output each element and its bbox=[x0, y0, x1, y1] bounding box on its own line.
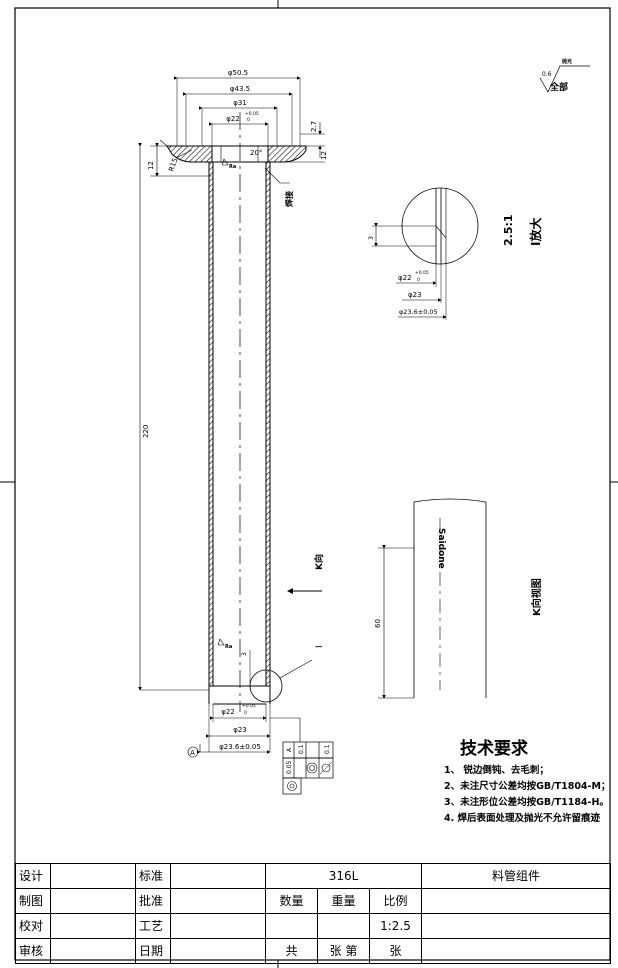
tech-item-4: 4. 焊后表面处理及抛光不允许留痕迹 bbox=[444, 813, 601, 824]
main-part-view: φ50.5 φ43.5 φ31 φ22 +0.05 0 2.7 12 12 R1… bbox=[138, 69, 328, 758]
dim-d22-top: φ22 bbox=[226, 115, 240, 123]
tol-zero-top: 0 bbox=[247, 117, 250, 123]
saidone-text: Saidone bbox=[436, 528, 446, 569]
tech-heading: 技术要求 bbox=[460, 739, 528, 759]
part-name: 料管组件 bbox=[421, 863, 612, 889]
flange-section-right bbox=[267, 145, 307, 163]
tube-wall-right bbox=[265, 161, 271, 687]
dim-bottom-d23-6: φ23.6±0.05 bbox=[219, 743, 261, 751]
dim-12-left: 12 bbox=[147, 161, 155, 170]
detail-dim-d22: φ22 bbox=[398, 274, 412, 282]
k-view-title: K向视图 bbox=[530, 578, 543, 616]
detail-i-view: 3 φ22 +0.05 0 φ23 φ23.6±0.05 I放大 2.5:1 bbox=[368, 187, 543, 320]
k-view: 60 Saidone K向视图 bbox=[374, 498, 543, 699]
tol-plus-bottom: +0.05 bbox=[242, 703, 256, 709]
flange-section-left bbox=[166, 145, 213, 163]
tech-item-3: 3、未注形位公差均按GB/T1184-H。 bbox=[444, 797, 609, 808]
dim-d43-5: φ43.5 bbox=[230, 85, 250, 93]
label-review: 审核 bbox=[15, 938, 51, 964]
dim-angle-20: 20° bbox=[250, 149, 262, 157]
scale-value: 1:2.5 bbox=[368, 913, 423, 939]
tol-zero-bottom: 0 bbox=[244, 710, 247, 716]
concentricity-icon bbox=[287, 781, 297, 791]
detail-scale: 2.5:1 bbox=[502, 214, 515, 246]
detail-circle bbox=[249, 669, 283, 703]
detail-dim-d23-6: φ23.6±0.05 bbox=[399, 308, 438, 316]
dim-bottom-d22: φ22 bbox=[221, 708, 235, 716]
fcf-value-a: 0.1 bbox=[298, 744, 305, 754]
detail-tol-plus: +0.05 bbox=[415, 270, 429, 276]
label-sheet: 张 bbox=[368, 938, 423, 964]
detail-tol-zero: 0 bbox=[417, 277, 420, 283]
dim-length-220: 220 bbox=[142, 425, 150, 438]
detail-dim-d23: φ23 bbox=[408, 291, 422, 299]
dim-d31: φ31 bbox=[233, 99, 247, 107]
detail-title: I放大 bbox=[528, 218, 543, 246]
label-standard: 标准 bbox=[135, 863, 171, 889]
label-design: 设计 bbox=[15, 863, 51, 889]
fcf-value-b: 0.1 bbox=[324, 744, 331, 754]
dim-bottom-d23: φ23 bbox=[233, 726, 247, 734]
label-total: 共 bbox=[265, 938, 318, 964]
tol-plus-top: +0.05 bbox=[245, 111, 259, 117]
detail-marker-i: I bbox=[315, 645, 325, 648]
k-dim-60: 60 bbox=[374, 619, 382, 628]
label-weight: 重量 bbox=[317, 888, 370, 914]
roughness-method: 抛光 bbox=[562, 58, 572, 65]
label-process: 工艺 bbox=[135, 913, 171, 939]
roughness-value: 0.6 bbox=[542, 71, 552, 78]
dim-12-right: 12 bbox=[320, 151, 328, 160]
title-block: 设计 标准 316L 料管组件 制图 批准 数量 重量 比例 校对 工艺 1:2… bbox=[15, 863, 612, 964]
weld-label: 焊接 bbox=[284, 191, 294, 207]
label-sheets: 张 第 bbox=[317, 938, 370, 964]
tube-wall-left bbox=[208, 161, 214, 687]
cylindricity-icon bbox=[321, 763, 331, 773]
label-check: 校对 bbox=[15, 913, 51, 939]
dim-bottom-3: 3 bbox=[241, 652, 248, 656]
datum-a: A bbox=[190, 749, 195, 757]
fcf-datum: A bbox=[286, 747, 293, 752]
label-scale: 比例 bbox=[368, 888, 423, 914]
detail-dim-3: 3 bbox=[368, 236, 375, 240]
surface-mark-bottom: Ra bbox=[225, 644, 232, 650]
tech-item-2: 2、未注尺寸公差均按GB/T1804-M； bbox=[444, 781, 611, 792]
tech-item-1: 1、 锐边倒钝、去毛刺； bbox=[444, 765, 549, 776]
fcf-value-row2: 0.05 bbox=[286, 760, 293, 774]
dim-2-7: 2.7 bbox=[310, 121, 318, 132]
surface-mark-top: Ra bbox=[229, 164, 236, 170]
tolerance-frame: A 0.1 0.1 0.05 bbox=[270, 717, 334, 795]
label-qty: 数量 bbox=[265, 888, 318, 914]
roughness-scope: 全部 bbox=[549, 81, 568, 93]
k-arrow-label: K向 bbox=[313, 554, 325, 570]
roughness-symbol: 0.6 抛光 全部 bbox=[539, 58, 590, 93]
label-drawing: 制图 bbox=[15, 888, 51, 914]
label-date: 日期 bbox=[135, 938, 171, 964]
technical-requirements: 技术要求 1、 锐边倒钝、去毛刺； 2、未注尺寸公差均按GB/T1804-M； … bbox=[444, 734, 618, 827]
dim-r15: R15 bbox=[167, 157, 179, 173]
material: 316L bbox=[264, 863, 423, 889]
label-approve: 批准 bbox=[135, 888, 171, 914]
dim-d50-5: φ50.5 bbox=[228, 69, 248, 77]
